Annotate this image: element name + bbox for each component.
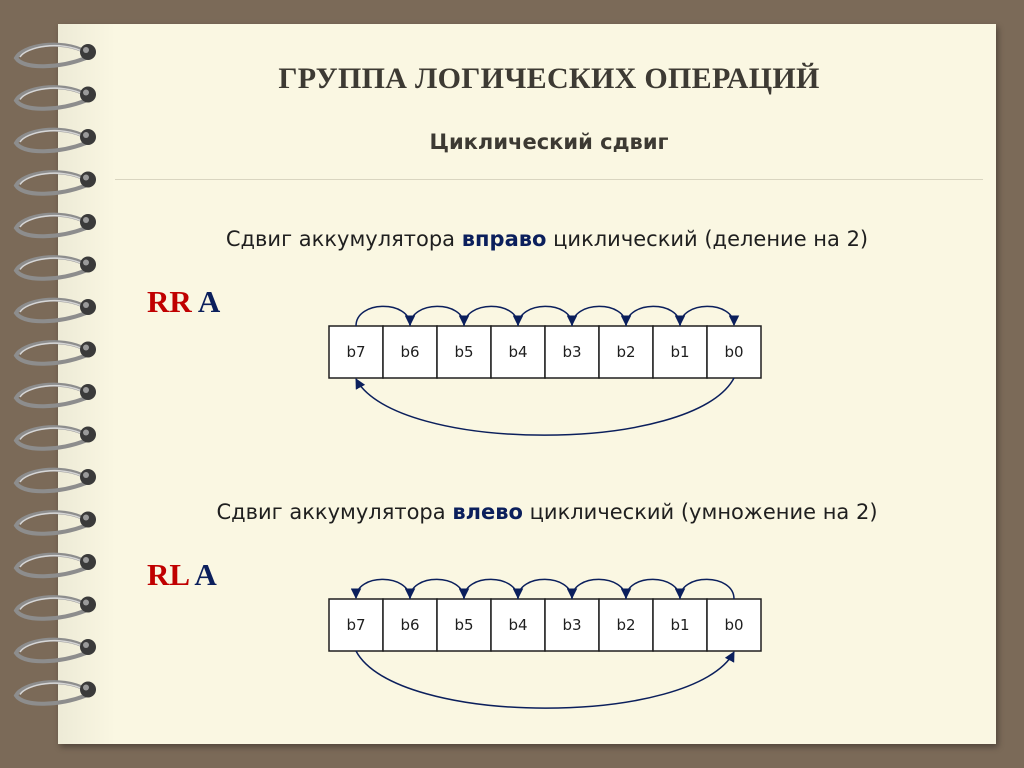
binding-ring bbox=[13, 42, 96, 69]
rr-opcode: RR bbox=[147, 284, 192, 319]
rr-bit-label: b7 bbox=[346, 343, 365, 361]
rl-shift-arrow bbox=[404, 578, 465, 600]
rl-bit-label: b3 bbox=[562, 616, 581, 634]
rr-shift-arrow bbox=[571, 305, 632, 327]
rr-bit-label: b0 bbox=[724, 343, 743, 361]
slide-title: ГРУППА ЛОГИЧЕСКИХ ОПЕРАЦИЙ bbox=[278, 62, 820, 95]
rl-shift-arrow bbox=[566, 578, 627, 600]
rl-shift-arrow bbox=[620, 578, 681, 600]
rr-bit-cell bbox=[382, 325, 438, 379]
rr-description-before: Сдвиг аккумулятора bbox=[225, 227, 462, 251]
rl-wrap-arrow bbox=[355, 650, 735, 709]
rr-bit-cell bbox=[328, 325, 384, 379]
rl-shift-arrow bbox=[674, 578, 735, 600]
rl-bit-cell bbox=[706, 598, 762, 652]
title-divider bbox=[115, 179, 983, 180]
rl-register: A bbox=[194, 557, 217, 592]
binding-ring bbox=[13, 425, 96, 451]
rl-shift-arrow bbox=[458, 578, 519, 600]
rl-bit-cell bbox=[652, 598, 708, 652]
rl-mnemonic: RL A bbox=[147, 557, 217, 593]
rr-bit-label: b6 bbox=[400, 343, 419, 361]
binding-ring bbox=[13, 467, 96, 494]
rr-bit-label: b3 bbox=[562, 343, 581, 361]
rl-bit-label: b6 bbox=[400, 616, 419, 634]
rr-mnemonic: RR A bbox=[147, 284, 220, 320]
binding-ring bbox=[13, 637, 96, 664]
rr-shift-arrow bbox=[517, 305, 578, 327]
rl-register-diagram: b7 b6 b5 b4 b3 b2 b1 b0 bbox=[328, 578, 762, 709]
rl-bit-cell bbox=[382, 598, 438, 652]
binding-ring bbox=[13, 127, 96, 154]
rl-bit-cell bbox=[544, 598, 600, 652]
rr-bit-cell bbox=[706, 325, 762, 379]
binding-ring bbox=[13, 297, 96, 324]
rl-description-before: Сдвиг аккумулятора bbox=[216, 500, 453, 524]
rl-bit-label: b2 bbox=[616, 616, 635, 634]
binding-ring bbox=[13, 212, 96, 239]
binding-ring bbox=[13, 255, 96, 281]
rl-bit-label: b4 bbox=[508, 616, 527, 634]
binding-ring bbox=[13, 170, 96, 196]
rr-shift-arrow bbox=[679, 305, 740, 327]
rl-opcode: RL bbox=[147, 557, 189, 592]
rr-shift-arrow bbox=[409, 305, 470, 327]
rl-bit-label: b1 bbox=[670, 616, 689, 634]
rr-bit-label: b4 bbox=[508, 343, 527, 361]
binding-ring bbox=[13, 552, 96, 579]
rr-shift-arrow bbox=[625, 305, 686, 327]
rr-bit-label: b5 bbox=[454, 343, 473, 361]
binding-ring bbox=[13, 382, 96, 409]
rr-bit-label: b1 bbox=[670, 343, 689, 361]
binding-ring bbox=[13, 595, 96, 621]
rr-description-bold: вправо bbox=[461, 227, 547, 251]
binding-ring bbox=[13, 85, 96, 111]
binding-ring bbox=[13, 680, 96, 706]
rr-description: Сдвиг аккумулятора вправо циклический (д… bbox=[0, 227, 1024, 251]
rr-bit-label: b2 bbox=[616, 343, 635, 361]
binding-ring bbox=[13, 340, 96, 366]
rl-bit-label: b7 bbox=[346, 616, 365, 634]
rl-bit-label: b5 bbox=[454, 616, 473, 634]
rl-description-after: циклический (умножение на 2) bbox=[522, 500, 878, 524]
slide-subtitle: Циклический сдвиг bbox=[429, 130, 669, 154]
rr-description-after: циклический (деление на 2) bbox=[546, 227, 869, 251]
rr-shift-arrow bbox=[463, 305, 524, 327]
rl-shift-arrow bbox=[512, 578, 573, 600]
rl-bit-cell bbox=[436, 598, 492, 652]
rl-description: Сдвиг аккумулятора влево циклический (ум… bbox=[0, 500, 1024, 524]
rl-bit-label: b0 bbox=[724, 616, 743, 634]
rl-shift-arrow bbox=[350, 578, 411, 600]
rr-wrap-arrow bbox=[355, 377, 735, 436]
rr-register: A bbox=[197, 284, 221, 319]
rr-shift-arrow bbox=[355, 305, 416, 327]
rl-bit-cell bbox=[598, 598, 654, 652]
rl-description-bold: влево bbox=[452, 500, 523, 524]
rr-register-diagram: b7 b6 b5 b4 b3 b2 b1 b0 bbox=[328, 305, 762, 436]
binding-ring bbox=[13, 510, 96, 536]
